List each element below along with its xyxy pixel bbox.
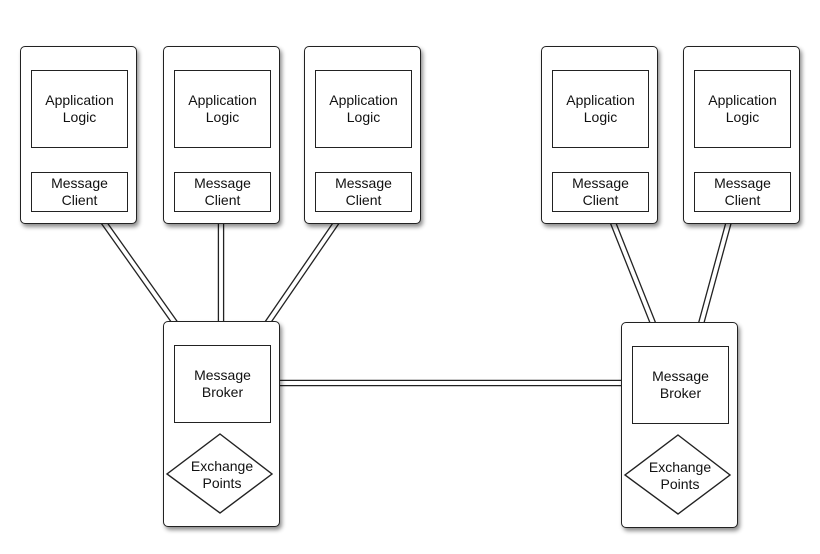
- client-node-5: Application Logic Message Client: [683, 46, 800, 224]
- link-broker-1-broker-2: [270, 379, 632, 387]
- message-client-box: Message Client: [694, 172, 791, 212]
- message-broker-box: Message Broker: [174, 345, 271, 423]
- client-node-3: Application Logic Message Client: [304, 46, 421, 224]
- client-node-4: Application Logic Message Client: [541, 46, 658, 224]
- application-logic-box: Application Logic: [315, 70, 412, 148]
- client-node-1: Application Logic Message Client: [20, 46, 137, 224]
- broker-node-1: Message Broker Exchange Points: [163, 321, 280, 527]
- client-node-2: Application Logic Message Client: [163, 46, 280, 224]
- application-logic-box: Application Logic: [552, 70, 649, 148]
- broker-node-2: Message Broker Exchange Points: [621, 322, 738, 528]
- application-logic-box: Application Logic: [31, 70, 128, 148]
- message-client-box: Message Client: [552, 172, 649, 212]
- application-logic-box: Application Logic: [694, 70, 791, 148]
- exchange-points-diamond: [624, 434, 732, 516]
- message-client-box: Message Client: [315, 172, 412, 212]
- message-broker-box: Message Broker: [632, 346, 729, 424]
- message-client-box: Message Client: [31, 172, 128, 212]
- exchange-points-label: Exchange Points: [648, 459, 712, 492]
- application-logic-box: Application Logic: [174, 70, 271, 148]
- exchange-points-label: Exchange Points: [190, 458, 254, 491]
- exchange-points-diamond: [166, 433, 274, 515]
- message-client-box: Message Client: [174, 172, 271, 212]
